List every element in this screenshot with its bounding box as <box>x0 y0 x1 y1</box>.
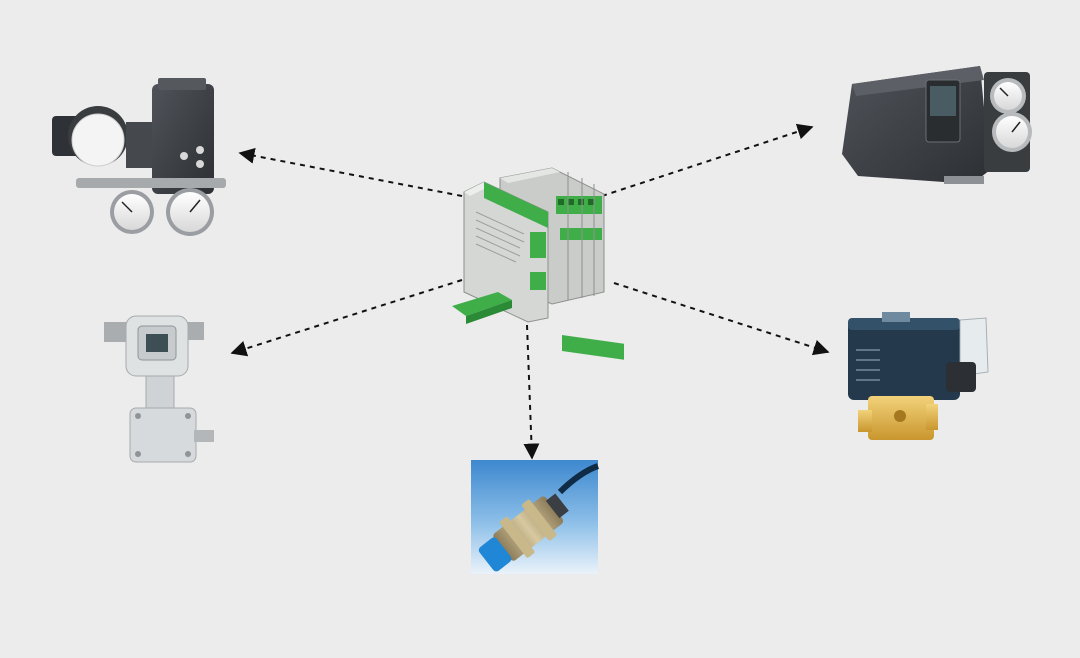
signal-isolator-module-icon <box>452 167 624 360</box>
electro-pneumatic-positioner-icon <box>52 78 226 236</box>
solenoid-valve-icon <box>848 312 989 440</box>
isolator-module-front <box>452 181 549 324</box>
smart-valve-positioner-icon <box>842 66 1032 184</box>
arrow-to-proximity-sensor <box>523 324 540 460</box>
arrow-to-smart-valve-positioner <box>601 123 814 197</box>
arrow-to-electro-pneumatic-positioner <box>238 147 463 197</box>
pressure-transmitter-icon <box>104 315 214 463</box>
arrow-to-solenoid-valve <box>613 282 830 356</box>
connection-arrows <box>230 123 830 460</box>
arrow-to-pressure-transmitter <box>230 279 463 357</box>
proximity-sensor-icon <box>471 460 600 574</box>
